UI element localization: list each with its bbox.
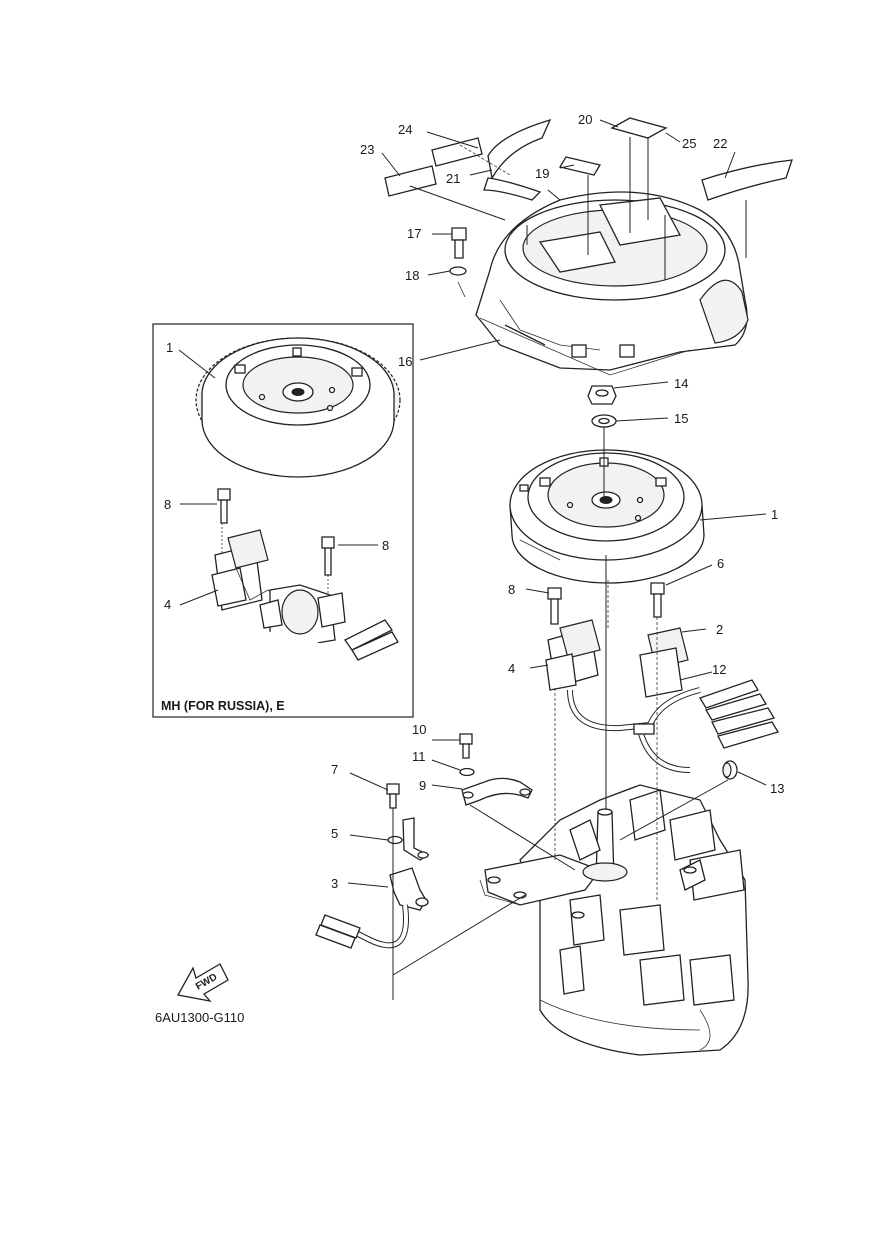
flywheel-cover bbox=[475, 191, 749, 376]
decal-19 bbox=[558, 156, 602, 176]
inset-coil-assembly bbox=[211, 529, 399, 675]
bolt-7 bbox=[386, 783, 400, 809]
callout-4-inset: 4 bbox=[164, 597, 171, 612]
callout-8-inset-b: 8 bbox=[382, 538, 389, 553]
inset-caption: MH (FOR RUSSIA), E bbox=[161, 699, 285, 713]
callout-14: 14 bbox=[674, 376, 688, 391]
decal-23 bbox=[384, 165, 437, 197]
flywheel-nut bbox=[587, 385, 617, 405]
clamp-9 bbox=[461, 777, 533, 806]
callout-12: 12 bbox=[712, 662, 726, 677]
callout-4: 4 bbox=[508, 661, 515, 676]
callout-22: 22 bbox=[713, 136, 727, 151]
inset-bolt-a bbox=[217, 488, 231, 524]
callout-19: 19 bbox=[535, 166, 549, 181]
callout-3: 3 bbox=[331, 876, 338, 891]
callout-5: 5 bbox=[331, 826, 338, 841]
cover-bolt bbox=[451, 227, 467, 259]
drawing-code: 6AU1300-G110 bbox=[155, 1010, 244, 1025]
inset-flywheel-ring-gear bbox=[195, 337, 401, 478]
bolt-10 bbox=[459, 733, 473, 759]
inset-bolt-b bbox=[321, 536, 335, 576]
callout-10: 10 bbox=[412, 722, 426, 737]
decal-24 bbox=[431, 137, 483, 167]
callout-16: 16 bbox=[398, 354, 412, 369]
callout-1-inset: 1 bbox=[166, 340, 173, 355]
inset-panel: MH (FOR RUSSIA), E bbox=[152, 323, 414, 718]
cover-washer bbox=[449, 266, 467, 276]
callout-15: 15 bbox=[674, 411, 688, 426]
callout-25: 25 bbox=[682, 136, 696, 151]
callout-20: 20 bbox=[578, 112, 592, 127]
decal-22 bbox=[701, 159, 793, 201]
pulser-coil-4 bbox=[545, 619, 601, 691]
flywheel bbox=[509, 449, 705, 584]
callout-1: 1 bbox=[771, 507, 778, 522]
wire-harness bbox=[567, 679, 779, 773]
callouts: 1 2 3 4 5 6 7 8 9 10 11 12 13 14 15 16 1… bbox=[331, 112, 784, 891]
callout-11: 11 bbox=[412, 749, 426, 764]
decal-20 bbox=[610, 117, 668, 139]
callout-13: 13 bbox=[770, 781, 784, 796]
fwd-arrow-icon: FWD bbox=[176, 963, 229, 1002]
callout-18: 18 bbox=[405, 268, 419, 283]
flywheel-washer bbox=[591, 414, 617, 428]
bolt-8 bbox=[547, 587, 562, 625]
callout-9: 9 bbox=[419, 778, 426, 793]
engine-block bbox=[479, 784, 749, 1056]
callout-24: 24 bbox=[398, 122, 412, 137]
bracket-5 bbox=[387, 817, 430, 861]
decal-21 bbox=[487, 118, 552, 180]
decals bbox=[384, 117, 793, 201]
leader-lines bbox=[347, 119, 767, 1000]
washer-11 bbox=[459, 767, 475, 777]
callout-21: 21 bbox=[446, 171, 460, 186]
callout-8-inset-a: 8 bbox=[164, 497, 171, 512]
callout-23: 23 bbox=[360, 142, 374, 157]
callout-2: 2 bbox=[716, 622, 723, 637]
callout-6: 6 bbox=[717, 556, 724, 571]
callout-17: 17 bbox=[407, 226, 421, 241]
charge-coil-2 bbox=[639, 627, 689, 698]
bolt-6 bbox=[650, 582, 665, 618]
callout-8: 8 bbox=[508, 582, 515, 597]
ignition-coil-3 bbox=[315, 867, 429, 949]
plug-13 bbox=[722, 760, 738, 780]
callout-7: 7 bbox=[331, 762, 338, 777]
